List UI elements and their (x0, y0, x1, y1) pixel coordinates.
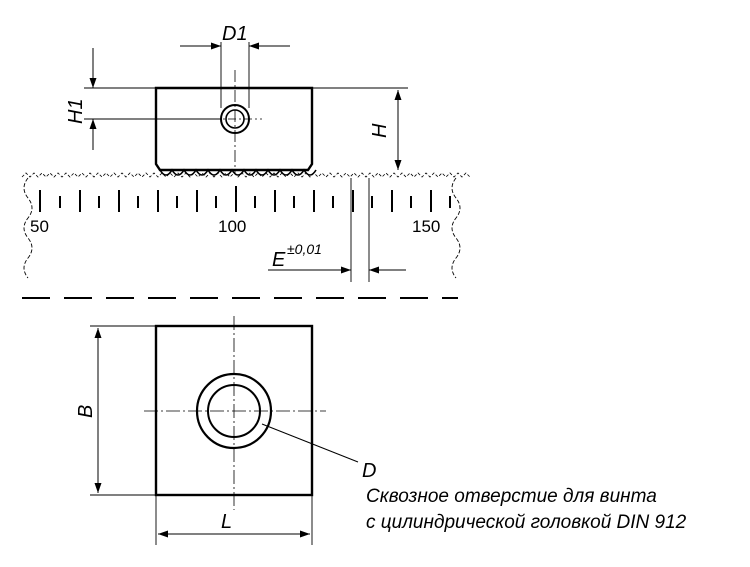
block-serrated-bottom (159, 168, 317, 176)
scale-top-edge (21, 172, 471, 178)
side-view: D1 H1 H (65, 23, 408, 176)
h1-label: H1 (65, 98, 87, 124)
scale-mark-150: 150 (412, 217, 440, 236)
d-leader-line (261, 423, 359, 463)
scale-mark-50: 50 (30, 217, 49, 236)
note-line-1: Сквозное отверстие для винта (366, 486, 657, 507)
scale-ticks (39, 186, 451, 212)
d1-label: D1 (222, 23, 248, 45)
top-view: B L D Сквозное отверстие для винта с цил… (75, 316, 687, 545)
note-line-2: с цилиндрической головкой DIN 912 (366, 512, 687, 533)
b-label: B (75, 405, 97, 418)
scale-mark-100: 100 (218, 217, 246, 236)
h-label: H (369, 123, 391, 138)
scale-right-break (451, 177, 461, 279)
d-label: D (362, 460, 376, 482)
scale-left-break (23, 177, 33, 279)
e-label: E (272, 249, 286, 271)
block-side-outline (154, 86, 314, 172)
e-tolerance-label: ±0,01 (287, 241, 322, 257)
scale-strip: 50 100 150 E ±0,01 (21, 172, 471, 299)
l-label: L (221, 511, 232, 533)
